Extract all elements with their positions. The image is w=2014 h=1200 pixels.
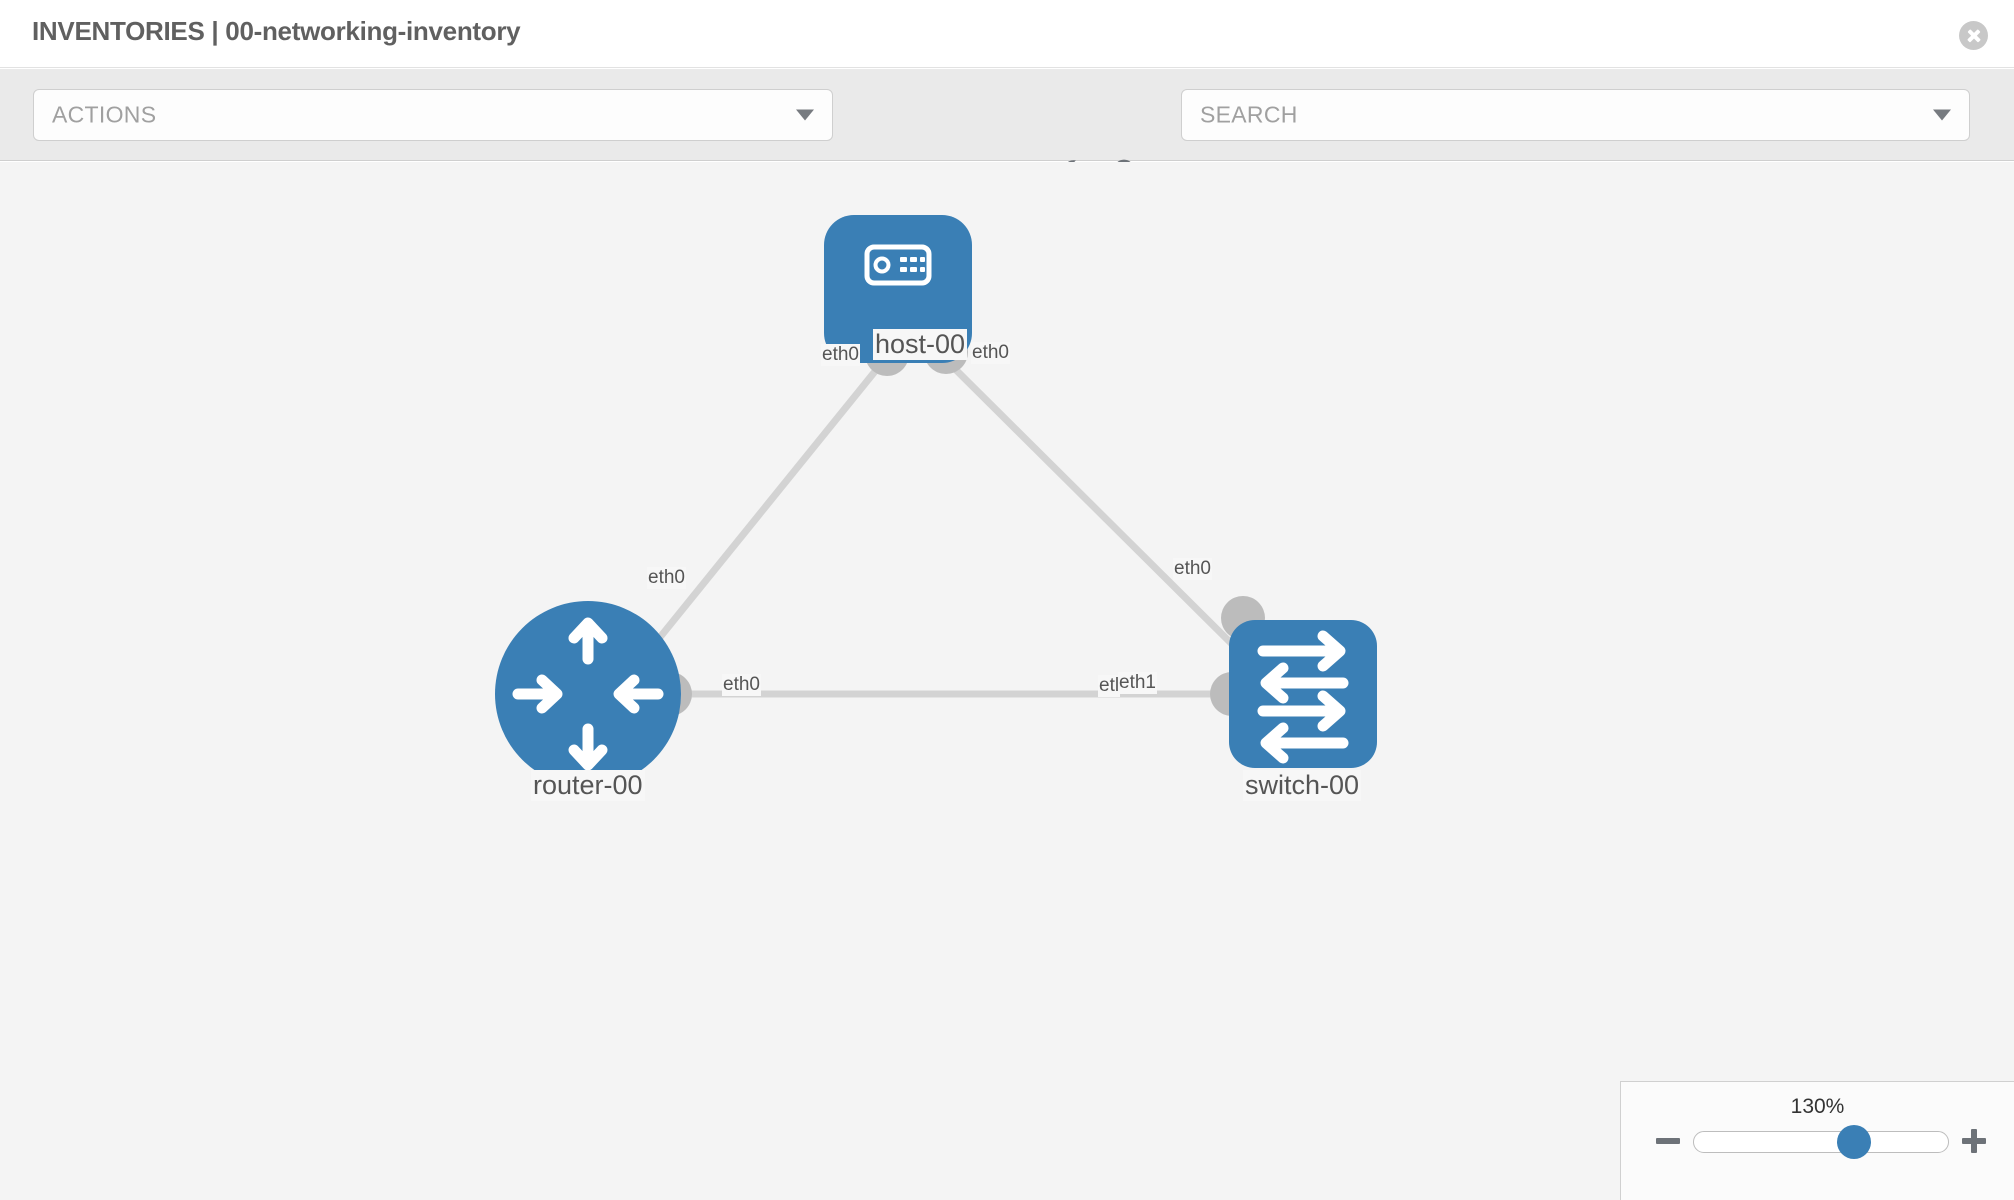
page-title: INVENTORIES | 00-networking-inventory [32, 16, 521, 46]
link-host00-switch00 [942, 356, 1253, 665]
edge-label: eth0 [722, 674, 761, 696]
zoom-level-value: 130% [1790, 1095, 1845, 1118]
switch-arrows-icon [1257, 630, 1349, 764]
server-icon [864, 244, 932, 286]
zoom-slider[interactable] [1693, 1125, 1949, 1159]
node-label-host-00: host-00 [873, 329, 968, 360]
router-arrows-icon [512, 617, 664, 771]
edge-label: eth0 [647, 567, 686, 589]
node-label-switch-00: switch-00 [1243, 770, 1362, 801]
chevron-down-icon [1933, 109, 1951, 121]
node-router-00 [495, 601, 681, 787]
link-host00-router00 [637, 356, 888, 665]
chevron-down-icon [796, 109, 814, 121]
zoom-out-button[interactable] [1653, 1126, 1683, 1156]
topology-graph [495, 215, 1377, 787]
search-dropdown[interactable]: SEARCH [1181, 89, 1970, 141]
search-input[interactable]: SEARCH [1200, 101, 1298, 128]
edge-label: eth0 [971, 342, 1010, 364]
toolbar: ACTIONS SEARCH [0, 69, 2014, 195]
zoom-in-button[interactable] [1959, 1126, 1989, 1156]
topology-connectors [648, 330, 1265, 716]
page-header: INVENTORIES | 00-networking-inventory [0, 0, 2014, 68]
zoom-control-panel: 130% [1620, 1081, 2014, 1200]
topology-canvas[interactable]: eth0 eth0 eth0 eth0 eth0 etl eth1 host-0… [0, 162, 2014, 1200]
zoom-slider-thumb[interactable] [1837, 1125, 1872, 1159]
node-label-router-00: router-00 [531, 770, 645, 801]
edge-label: eth0 [1173, 558, 1212, 580]
edge-label: eth0 [821, 344, 860, 366]
topology-links [637, 356, 1253, 698]
actions-dropdown-label: ACTIONS [52, 101, 157, 128]
edge-label: etl [1098, 675, 1121, 697]
node-switch-00 [1229, 620, 1377, 768]
actions-dropdown[interactable]: ACTIONS [33, 89, 833, 141]
close-icon[interactable] [1959, 21, 1988, 50]
node-host-00 [824, 215, 972, 363]
edge-label: eth1 [1118, 672, 1157, 694]
